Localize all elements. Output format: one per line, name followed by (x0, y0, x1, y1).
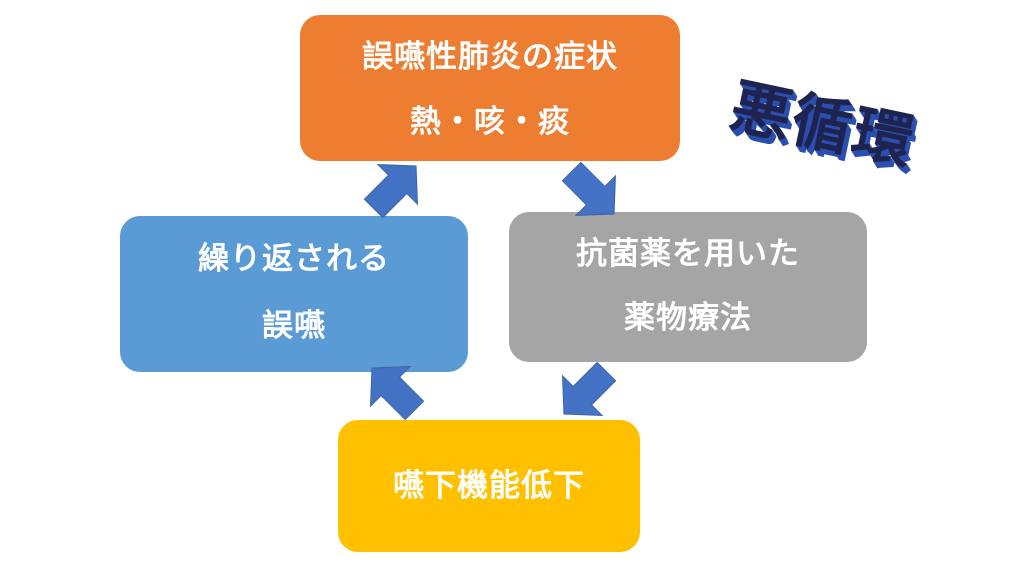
node-pneumonia-symptoms-title: 誤嚥性肺炎の症状 (362, 39, 618, 76)
node-antibiotic-therapy-line2: 薬物療法 (624, 299, 752, 336)
node-pneumonia-symptoms-detail: 熱・咳・痰 (410, 104, 570, 141)
vicious-cycle-title: 悪循環 (724, 71, 922, 179)
node-repeated-aspiration-line2: 誤嚥 (262, 308, 326, 345)
node-antibiotic-therapy-line1: 抗菌薬を用いた (576, 235, 800, 272)
node-repeated-aspiration-line1: 繰り返される (198, 241, 390, 278)
node-repeated-aspiration: 繰り返される 誤嚥 (120, 216, 468, 372)
node-swallowing-decline: 嚥下機能低下 (338, 420, 640, 552)
node-swallowing-decline-label: 嚥下機能低下 (393, 467, 585, 504)
node-antibiotic-therapy: 抗菌薬を用いた 薬物療法 (509, 212, 867, 362)
node-pneumonia-symptoms: 誤嚥性肺炎の症状 熱・咳・痰 (300, 15, 680, 161)
